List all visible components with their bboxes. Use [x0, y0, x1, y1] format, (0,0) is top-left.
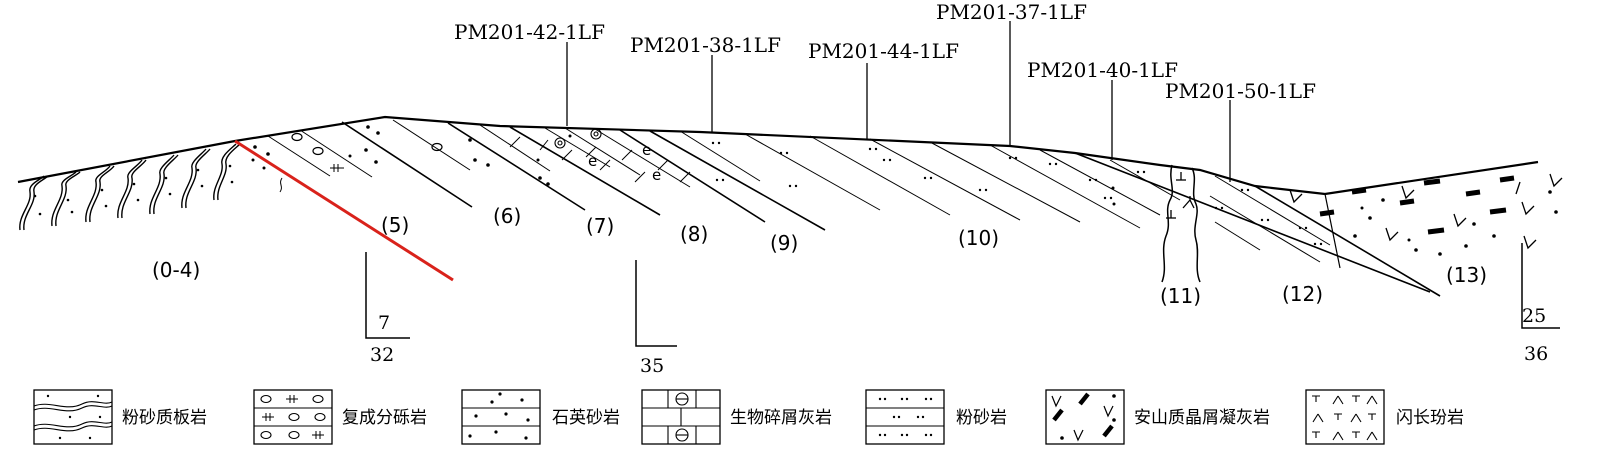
legend-item: 生物碎屑灰岩: [641, 389, 832, 445]
legend-label: 闪长玢岩: [1396, 408, 1464, 428]
svg-text:e: e: [588, 152, 597, 170]
conglomerate-pebbles: [291, 132, 443, 156]
conglomerate-crosses: [279, 164, 344, 193]
diorite-symbols: [1166, 172, 1195, 219]
layer-label: (13): [1446, 263, 1487, 287]
legend-label: 复成分砾岩: [342, 408, 427, 428]
attitude-symbol: 35: [635, 260, 677, 377]
sample-label: PM201-50-1LF: [1165, 79, 1316, 103]
legend-item: 粉砂岩: [865, 389, 1007, 445]
layer-label: (12): [1282, 282, 1323, 306]
layer-label: (5): [381, 213, 409, 237]
slate-wavy-pattern: [19, 143, 241, 231]
legend: 粉砂质板岩 复成分砾岩 石英砂岩: [33, 389, 1464, 445]
legend-label: 粉砂岩: [956, 408, 1007, 428]
svg-text:32: 32: [370, 344, 394, 366]
legend-label: 石英砂岩: [552, 408, 620, 428]
siltstone-dots: [711, 141, 1323, 246]
legend-item: 复成分砾岩: [253, 389, 427, 445]
sandstone-dots: [251, 125, 572, 186]
slate-dots: [33, 164, 234, 216]
legend-label: 粉砂质板岩: [122, 408, 207, 428]
tuff-boundary: [1324, 193, 1341, 269]
bedding-lines: [267, 119, 1331, 263]
svg-text:7: 7: [378, 312, 390, 334]
layer-label: (9): [770, 231, 798, 255]
tuff-symbols: [1289, 173, 1563, 256]
layer-label: (0-4): [152, 258, 200, 282]
sample-label: PM201-40-1LF: [1027, 58, 1178, 82]
intrusion-body: [1161, 164, 1201, 283]
limestone-ticks: [509, 136, 691, 183]
sample-label: PM201-37-1LF: [936, 0, 1087, 24]
sample-label: PM201-42-1LF: [454, 20, 605, 44]
layer-label: (8): [680, 222, 708, 246]
legend-item: 闪长玢岩: [1305, 389, 1464, 445]
layer-label: (11): [1160, 284, 1201, 308]
svg-text:e: e: [652, 166, 661, 184]
svg-text:36: 36: [1524, 343, 1548, 365]
layer-label: (7): [586, 214, 614, 238]
svg-text:35: 35: [640, 355, 664, 377]
sample-label: PM201-44-1LF: [808, 39, 959, 63]
layer-label: (6): [493, 204, 521, 228]
sample-label: PM201-38-1LF: [630, 33, 781, 57]
svg-text:e: e: [642, 141, 651, 159]
layer-label: (10): [958, 226, 999, 250]
legend-item: 粉砂质板岩: [33, 389, 207, 445]
legend-label: 安山质晶屑凝灰岩: [1134, 408, 1270, 428]
legend-item: 石英砂岩: [461, 389, 620, 445]
fossil-symbols: [554, 128, 602, 149]
attitude-symbol: 7 32: [365, 252, 410, 366]
sample-lines: [566, 21, 1231, 182]
svg-text:25: 25: [1522, 305, 1546, 327]
legend-label: 生物碎屑灰岩: [730, 408, 832, 428]
bioclast-e-symbols: e e e: [588, 141, 661, 184]
terrain-surface: [17, 115, 1539, 196]
fault-line: [234, 139, 454, 282]
attitude-symbol: 25 36: [1521, 243, 1560, 365]
legend-item: 安山质晶屑凝灰岩: [1045, 389, 1270, 445]
layer-boundaries: [341, 121, 1441, 297]
